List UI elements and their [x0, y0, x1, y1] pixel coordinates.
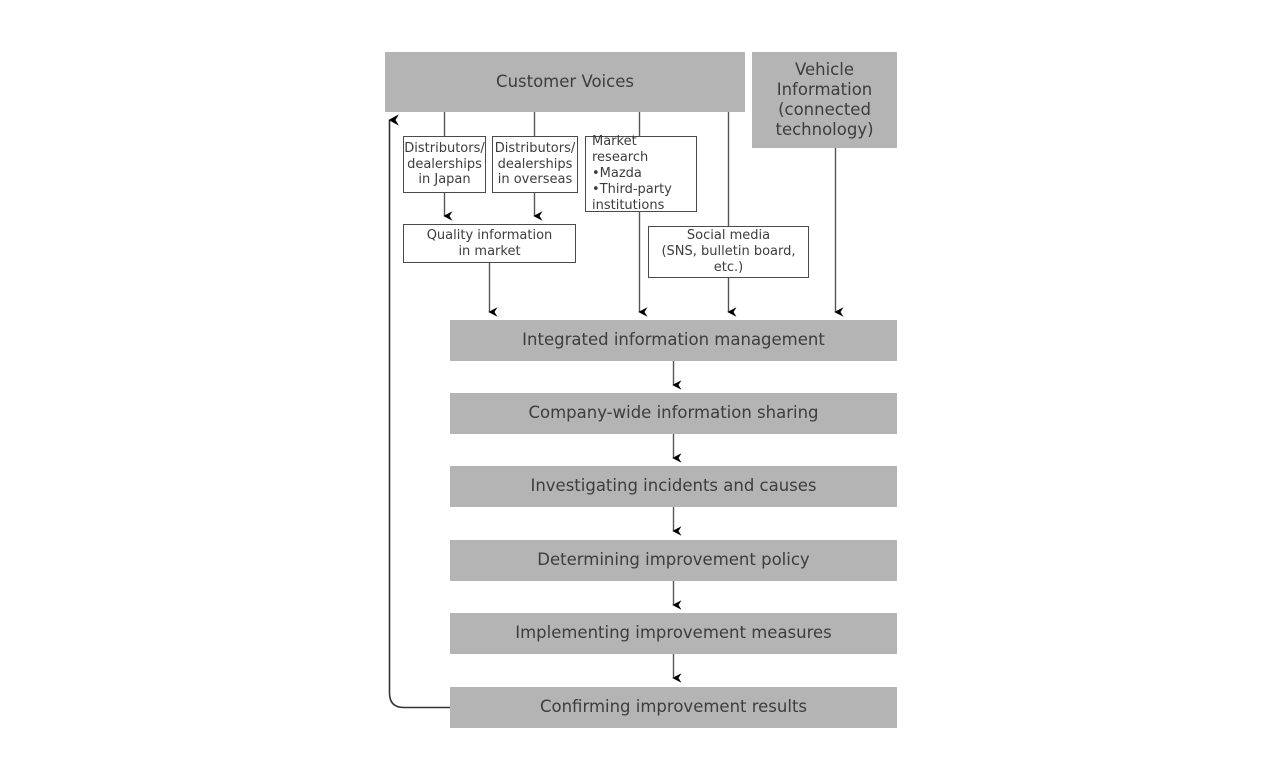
channel-box-market-research[interactable]: Market research •Mazda •Third-party inst…	[585, 134, 697, 213]
process-step-label: Confirming improvement results	[539, 697, 808, 717]
distributors-overseas-label: Distributors/ dealerships in overseas	[494, 140, 576, 188]
vehicle-information-label: Vehicle Information (connected technolog…	[775, 59, 874, 140]
quality-information-label: Quality information in market	[426, 227, 553, 259]
social-media-label: Social media (SNS, bulletin board, etc.)	[661, 228, 796, 275]
channel-box-quality-information[interactable]: Quality information in market	[403, 224, 576, 263]
distributors-japan-label: Distributors/ dealerships in Japan	[404, 140, 485, 188]
process-step-label: Integrated information management	[522, 330, 825, 350]
channel-box-social-media[interactable]: Social media (SNS, bulletin board, etc.)	[648, 226, 809, 278]
source-box-customer-voices[interactable]: Customer Voices	[385, 52, 745, 112]
process-step-investigating-incidents-and-causes[interactable]: Investigating incidents and causes	[450, 466, 897, 507]
edge-feedback-loop	[388, 114, 450, 709]
source-box-vehicle-information[interactable]: Vehicle Information (connected technolog…	[752, 52, 897, 148]
process-step-implementing-improvement-measures[interactable]: Implementing improvement measures	[450, 613, 897, 654]
process-step-label: Company-wide information sharing	[528, 403, 819, 423]
process-step-label: Implementing improvement measures	[515, 623, 832, 643]
process-step-confirming-improvement-results[interactable]: Confirming improvement results	[450, 687, 897, 728]
process-step-label: Investigating incidents and causes	[530, 476, 817, 496]
market-research-label: Market research •Mazda •Third-party inst…	[592, 134, 672, 213]
channel-box-distributors-japan[interactable]: Distributors/ dealerships in Japan	[403, 136, 486, 193]
process-step-company-wide-information-sharing[interactable]: Company-wide information sharing	[450, 393, 897, 434]
process-step-label: Determining improvement policy	[537, 550, 810, 570]
customer-voices-label: Customer Voices	[496, 71, 634, 91]
process-step-integrated-information-management[interactable]: Integrated information management	[450, 320, 897, 361]
process-step-determining-improvement-policy[interactable]: Determining improvement policy	[450, 540, 897, 581]
channel-box-distributors-overseas[interactable]: Distributors/ dealerships in overseas	[492, 136, 578, 193]
